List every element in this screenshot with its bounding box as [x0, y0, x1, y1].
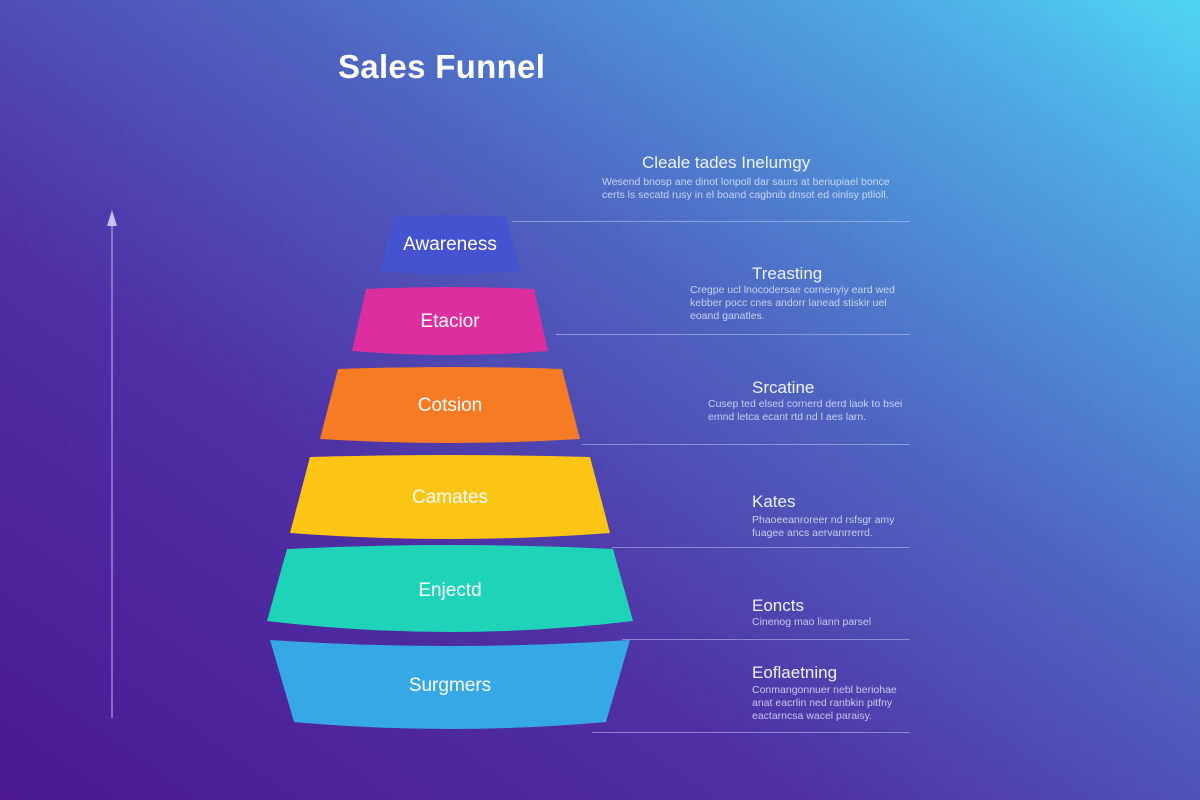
funnel-layer-label: Surgmers: [408, 675, 492, 696]
funnel-layer-etacior: Etacior: [350, 287, 550, 357]
note-title: Srcatine: [752, 378, 815, 397]
funnel-layer-label: Cotsion: [417, 395, 483, 416]
funnel-layer-shape: [380, 215, 520, 274]
funnel-layer-shape: [352, 287, 548, 355]
note-text: Cinenog mao liann parsel: [752, 616, 872, 628]
leader-line: [582, 444, 910, 445]
funnel-layer-label: Etacior: [420, 311, 480, 332]
funnel-layer-label: Awareness: [403, 234, 497, 255]
note-text: Conmangonnuer nebl beriohae anat eacrlin…: [752, 684, 897, 722]
funnel-layer-shape: [267, 545, 633, 632]
funnel-layer-shape: [320, 367, 580, 443]
note-text: Phaoeeanroreer nd rsfsgr amy fuagee ancs…: [752, 514, 895, 539]
leader-line: [612, 547, 910, 548]
leader-line: [622, 639, 910, 640]
leader-line: [556, 334, 910, 335]
funnel-layer-cotsion: Cotsion: [318, 367, 582, 445]
note-title: Cleale tades Inelumgy: [642, 153, 811, 172]
funnel-layer-camates: Camates: [288, 455, 612, 541]
note-title: Eoflaetning: [752, 663, 838, 682]
note-text: Cregpe ucl lnocodersae cornenyiy eard we…: [690, 284, 895, 322]
leader-line: [592, 732, 910, 733]
page-title: Sales Funnel: [338, 48, 546, 85]
vertical-axis-arrow: [107, 210, 117, 718]
note-text: Cusep ted elsed cornerd derd laok to bse…: [708, 398, 903, 423]
funnel-layer-surgmers: Surgmers: [270, 636, 630, 736]
funnel-layer-label: Enjectd: [418, 580, 482, 601]
note-title: Treasting: [752, 264, 823, 283]
funnel-layer-enjectd: Enjectd: [265, 545, 635, 637]
funnel-layer-label: Camates: [411, 487, 489, 508]
funnel-layer-shape: [290, 455, 610, 539]
funnel-layer-awareness: Awareness: [378, 215, 522, 275]
note-text: Wesend bnosp ane dinot lonpoll dar saurs…: [602, 176, 890, 201]
funnel-layer-shape: [270, 640, 630, 729]
leader-line: [512, 221, 910, 222]
note-title: Eoncts: [752, 596, 804, 615]
note-title: Kates: [752, 492, 796, 511]
